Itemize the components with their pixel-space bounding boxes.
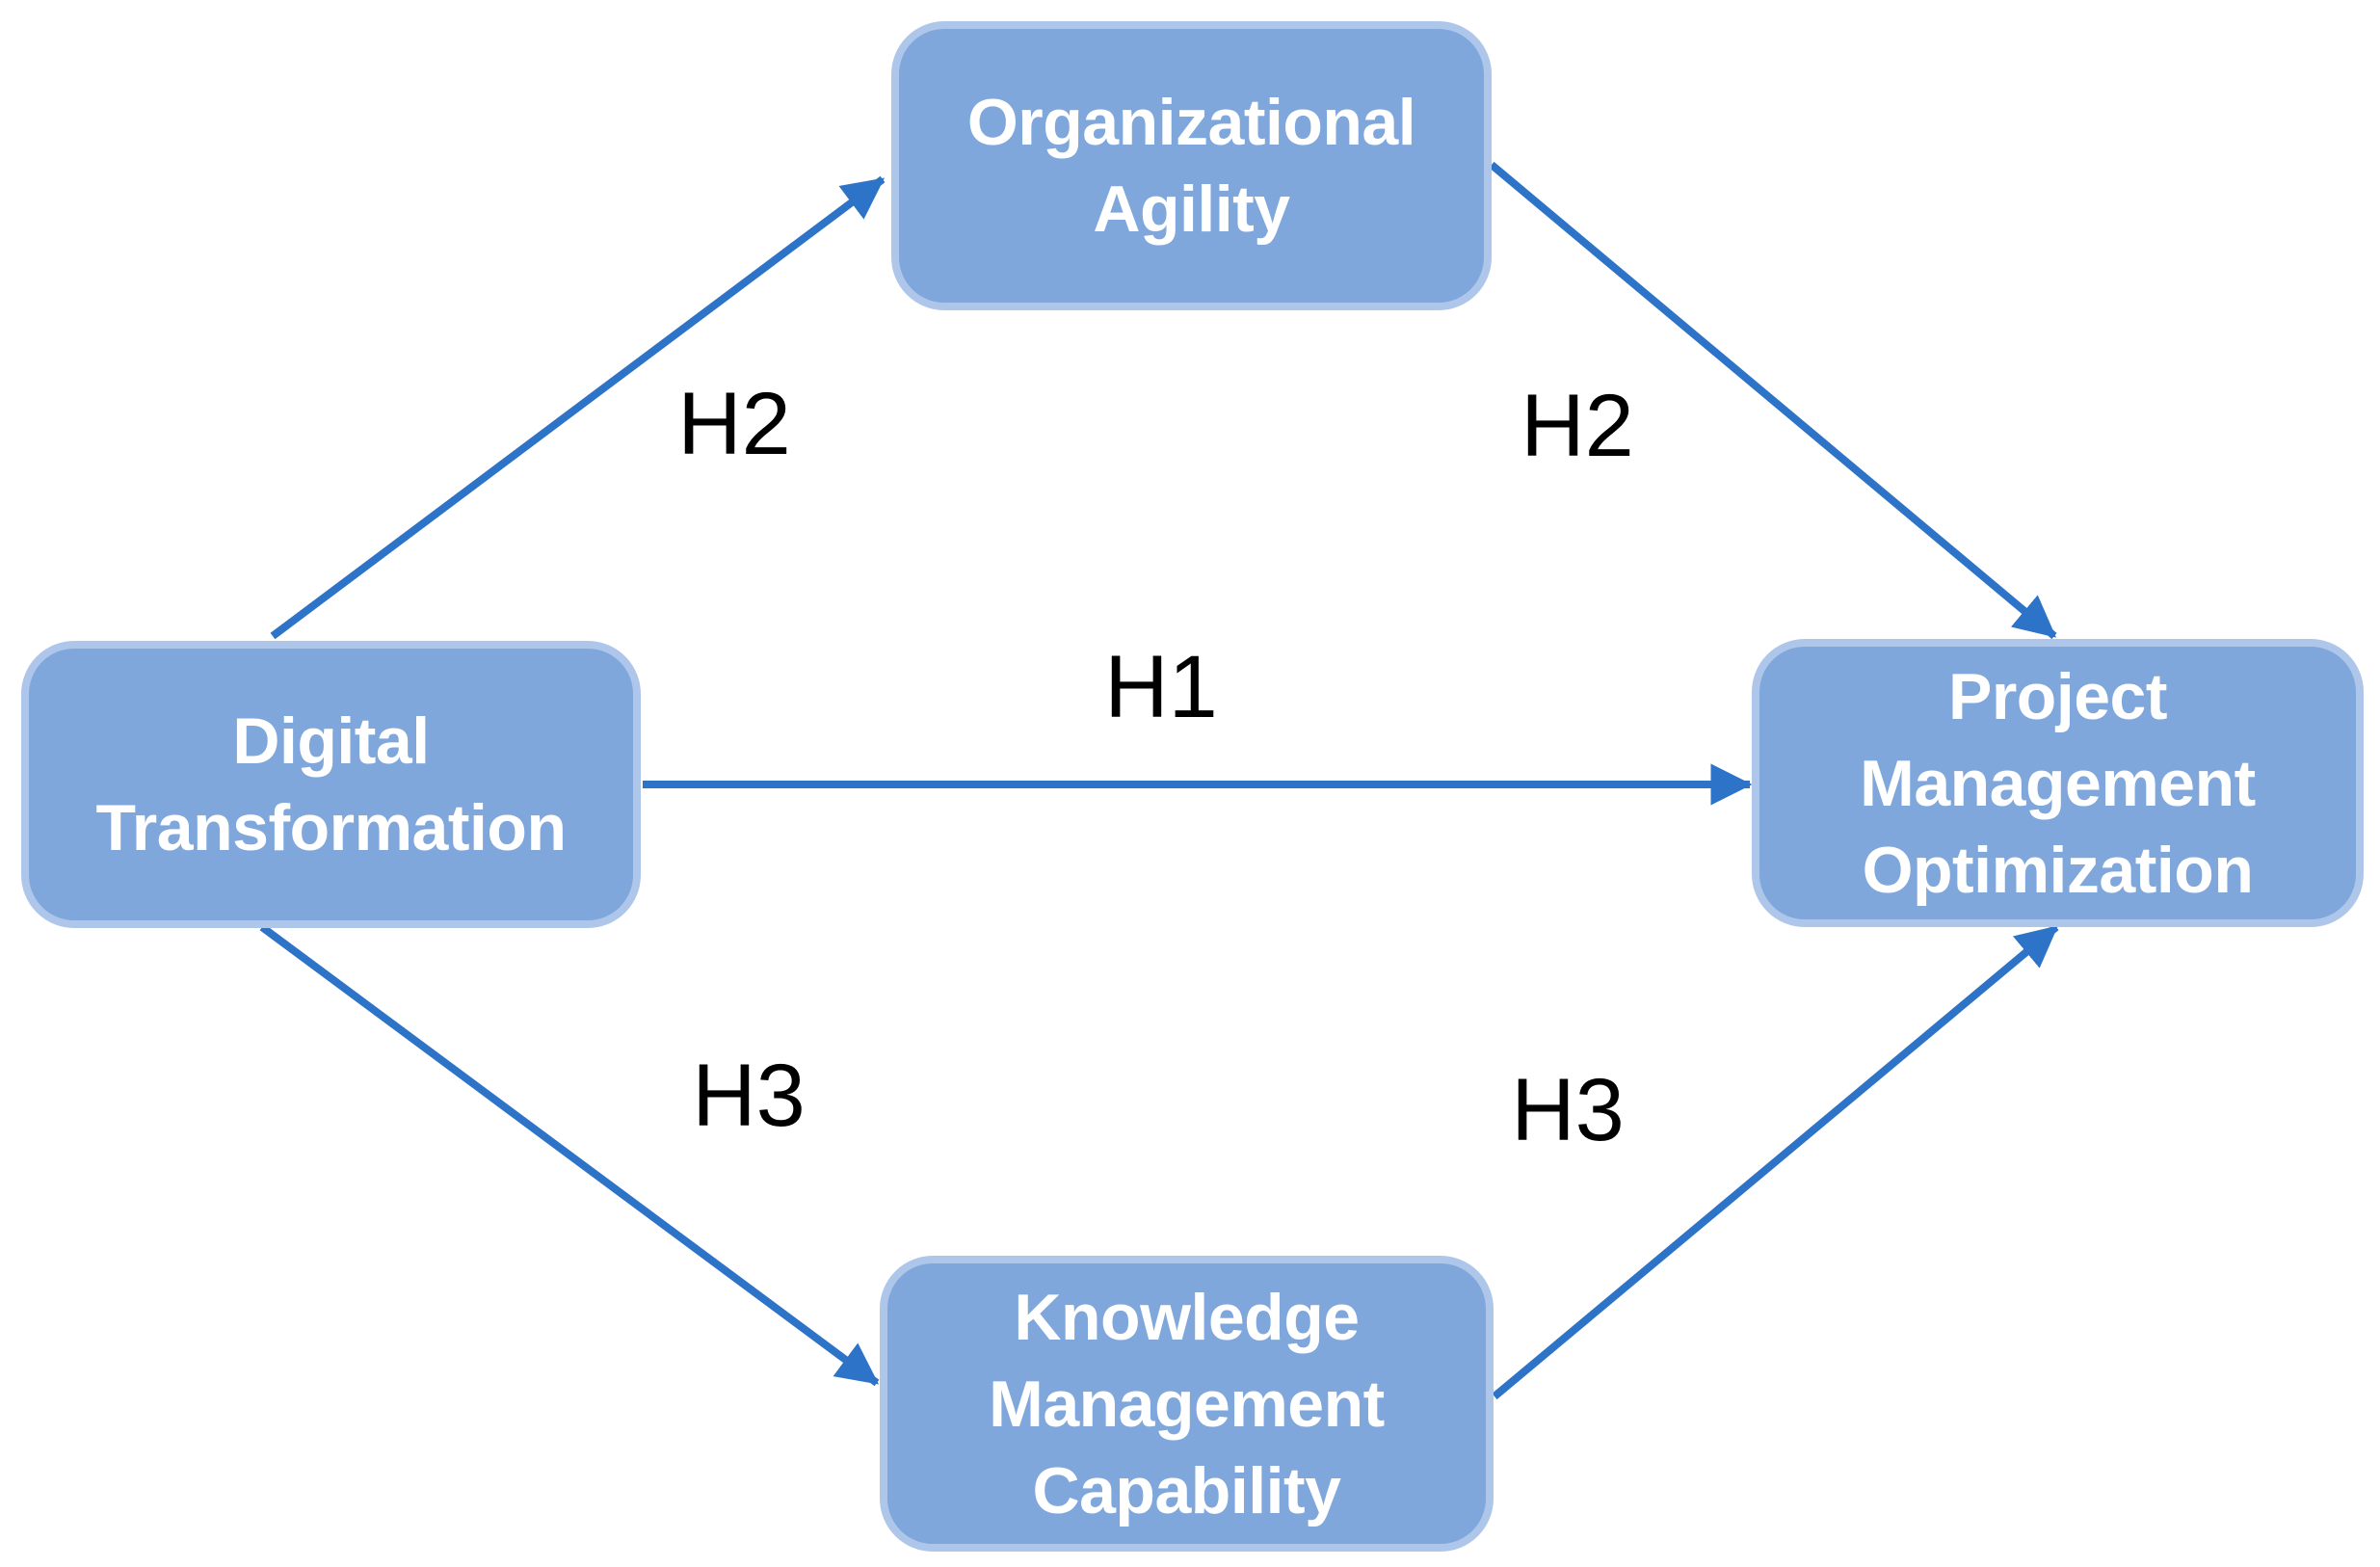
edge-arrow-oa-to-pmo [1489, 161, 2057, 640]
edge-label-h2-right: H2 [1521, 377, 1634, 475]
node-label: Knowledge Management Capability [989, 1280, 1385, 1527]
node-organizational-agility: Organizational Agility [891, 21, 1492, 310]
edge-label-h3-left: H3 [692, 1047, 806, 1145]
node-label: Digital Transformation [95, 704, 567, 864]
node-label: Organizational Agility [966, 86, 1416, 246]
edge-label-h3-right: H3 [1511, 1061, 1625, 1159]
edge-arrow-dt-to-kmc [259, 923, 880, 1387]
node-label: Project Management Optimization [1860, 659, 2256, 907]
node-project-management-optimization: Project Management Optimization [1752, 639, 2364, 927]
edge-arrow-dt-to-oa [270, 175, 886, 640]
edge-arrow-kmc-to-pmo [1492, 923, 2059, 1400]
edge-label-h2-left: H2 [677, 375, 791, 473]
node-knowledge-management-capability: Knowledge Management Capability [880, 1256, 1494, 1552]
edge-label-h1: H1 [1104, 638, 1218, 736]
node-digital-transformation: Digital Transformation [21, 641, 641, 928]
